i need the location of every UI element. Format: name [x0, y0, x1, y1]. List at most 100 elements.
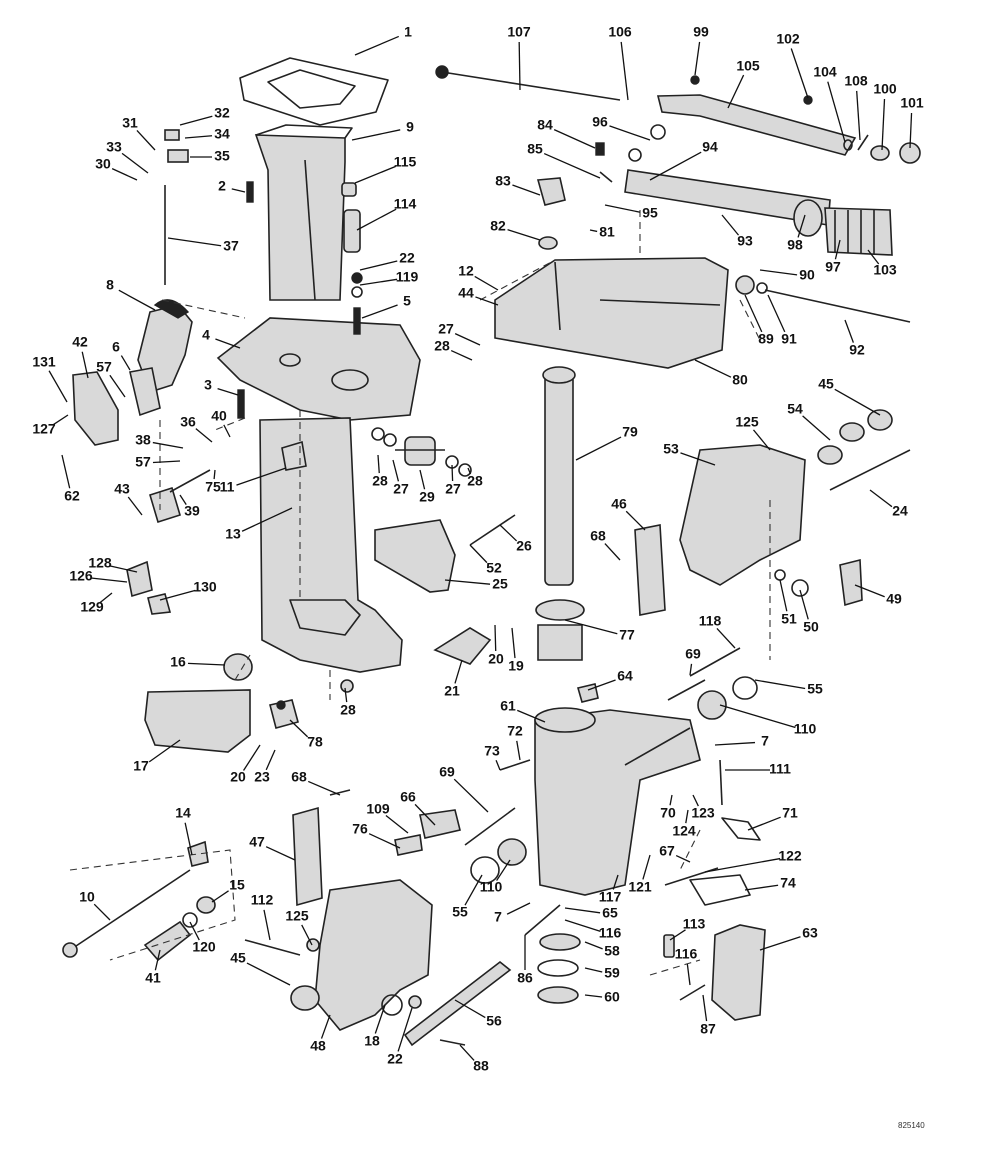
callout-32: 32 [214, 105, 230, 121]
callout-64: 64 [617, 668, 633, 684]
callout-44: 44 [458, 285, 474, 301]
callout-110: 110 [794, 721, 817, 737]
callout-27: 27 [438, 321, 454, 337]
leader-line-103 [867, 249, 880, 265]
callout-69: 69 [439, 764, 455, 780]
leader-line-127 [52, 414, 69, 426]
callout-66: 66 [400, 789, 416, 805]
leader-line-81 [589, 229, 598, 233]
callout-46: 46 [611, 496, 627, 512]
leader-line-28 [377, 454, 380, 474]
leader-line-16 [187, 662, 226, 666]
callout-81: 81 [599, 224, 615, 240]
leader-line-69 [453, 778, 489, 813]
leader-line-10 [93, 903, 111, 921]
callout-45: 45 [230, 950, 246, 966]
callout-74: 74 [780, 875, 796, 891]
leader-line-27 [451, 464, 454, 482]
leader-line-101 [909, 112, 913, 149]
callout-67: 67 [659, 843, 675, 859]
leader-line-24 [869, 489, 893, 508]
leader-line-37 [167, 237, 222, 247]
callout-85: 85 [527, 141, 543, 157]
leader-line-8 [118, 289, 156, 311]
callout-70: 70 [660, 805, 676, 821]
leader-line-55 [754, 679, 806, 690]
leader-line-129 [99, 592, 113, 604]
callout-126: 126 [69, 568, 93, 584]
leader-line-57 [152, 460, 181, 464]
leader-line-94 [649, 151, 702, 181]
leader-line-7 [714, 741, 756, 746]
callout-108: 108 [844, 73, 868, 89]
leader-line-26 [499, 524, 518, 542]
leader-line-76 [368, 833, 401, 849]
leader-line-32 [179, 115, 213, 126]
leader-line-121 [642, 854, 651, 880]
leader-line-20 [494, 624, 497, 652]
leader-line-105 [727, 74, 745, 109]
callout-127: 127 [32, 421, 56, 437]
leader-line-113 [669, 929, 686, 941]
callout-87: 87 [700, 1021, 716, 1037]
leader-line-13 [241, 507, 293, 532]
callout-50: 50 [803, 619, 819, 635]
leader-line-39 [179, 494, 187, 506]
callout-48: 48 [310, 1038, 326, 1054]
callout-102: 102 [776, 31, 800, 47]
part-drawings [62, 57, 921, 1047]
callout-2: 2 [218, 178, 226, 194]
callout-53: 53 [663, 441, 679, 457]
callout-98: 98 [787, 237, 803, 253]
callout-89: 89 [758, 331, 774, 347]
leader-line-18 [374, 1004, 386, 1034]
leader-line-100 [881, 98, 886, 151]
leader-line-112 [263, 909, 271, 941]
callout-116: 116 [599, 925, 622, 941]
leader-line-109 [385, 814, 409, 834]
callout-79: 79 [622, 424, 638, 440]
leader-line-54 [802, 415, 831, 441]
leader-line-27 [454, 333, 481, 346]
callout-63: 63 [802, 925, 818, 941]
leader-line-29 [419, 469, 426, 490]
alignment-lines [69, 210, 771, 976]
callout-59: 59 [604, 965, 620, 981]
leader-line-78 [289, 719, 309, 738]
callout-105: 105 [736, 58, 760, 74]
leader-line-58 [584, 941, 603, 950]
leader-line-106 [620, 41, 629, 101]
callout-8: 8 [106, 277, 114, 293]
leader-line-75 [213, 469, 216, 480]
leader-line-28 [344, 687, 348, 703]
callout-57: 57 [96, 359, 112, 375]
leader-line-7 [506, 902, 531, 915]
callout-84: 84 [537, 117, 553, 133]
leader-line-99 [694, 41, 701, 76]
leader-line-85 [543, 152, 601, 179]
callout-69: 69 [685, 646, 701, 662]
callout-5: 5 [403, 293, 411, 309]
callout-22: 22 [387, 1051, 403, 1067]
callout-91: 91 [781, 331, 797, 347]
leader-line-91 [767, 294, 786, 333]
callout-3: 3 [204, 377, 212, 393]
leader-line-104 [827, 81, 846, 143]
callout-100: 100 [873, 81, 897, 97]
leader-line-72 [516, 740, 521, 761]
callout-93: 93 [737, 233, 753, 249]
leader-line-2 [231, 188, 246, 193]
leader-line-21 [454, 659, 463, 684]
leader-line-45 [834, 388, 881, 416]
callout-27: 27 [445, 481, 461, 497]
callout-1: 1 [404, 24, 412, 40]
leader-line-96 [609, 125, 651, 141]
callout-115: 115 [394, 154, 417, 170]
callout-116: 116 [675, 946, 698, 962]
callout-129: 129 [80, 599, 104, 615]
callout-68: 68 [291, 769, 307, 785]
callout-37: 37 [223, 238, 239, 254]
callout-78: 78 [307, 734, 323, 750]
leader-line-36 [195, 428, 213, 443]
